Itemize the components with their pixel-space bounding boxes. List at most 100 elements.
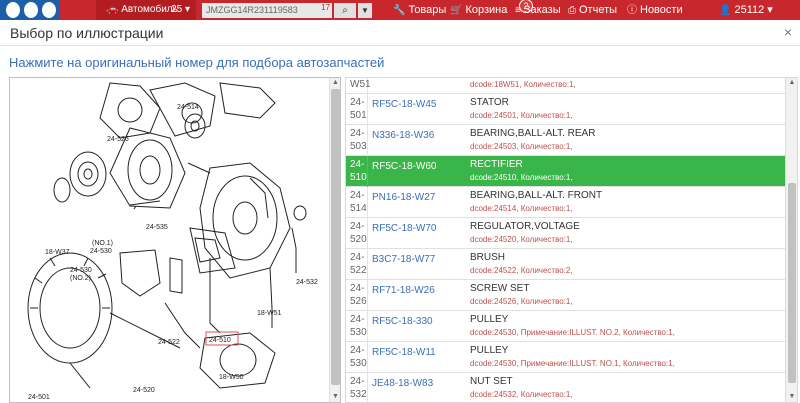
diagram-scroll-thumb[interactable] [331,89,340,385]
cart-icon: 🛒 [450,5,463,16]
nav-reports[interactable]: ⎙Отчеты [568,0,617,20]
diagram-label[interactable]: 24-535 [146,224,168,231]
scroll-up-icon[interactable]: ▲ [788,79,796,86]
part-meta: dcode:24532, Количество:1, [470,390,573,399]
part-number-link[interactable]: PN16-18-W27 [372,192,436,203]
vin-value: JMZGG14R231119583 [206,5,298,15]
top-navbar: 🚗 Автомобиль 25 ▾ JMZGG14R231119583 17 ⌕… [0,0,800,20]
user-icon: 👤 [719,5,732,16]
part-number-link[interactable]: JE48-18-W83 [372,378,434,389]
part-number-link[interactable]: N336-18-W36 [372,130,435,141]
nav-news-label: Новости [640,4,683,16]
print-icon: ⎙ [568,5,576,16]
parts-rows: 18-W51RF5C-18-W51COVER,REAR-ALTERNATORdc… [346,78,786,402]
exploded-diagram[interactable]: 24-514 24-526 24-535 18-W37 (NO.1) 24-53… [9,77,341,403]
car-label: Автомобиль [121,4,178,15]
vin-input[interactable]: JMZGG14R231119583 17 [202,3,332,18]
part-name: BEARING,BALL-ALT. REAR [470,128,596,139]
part-number-link[interactable]: RF5C-18-W11 [372,347,436,358]
diagram-label[interactable]: 24-522 [158,339,180,346]
close-button[interactable]: × [783,24,792,40]
part-number-link[interactable]: RF71-18-W26 [372,285,435,296]
part-position: 24-503 [346,125,368,156]
nav-orders-label: Заказы [523,4,561,16]
diagram-label[interactable]: 18-W37 [45,249,70,256]
part-meta: dcode:24514, Количество:1, [470,204,573,213]
scroll-down-icon[interactable]: ▼ [332,393,339,400]
parts-table: 18-W51RF5C-18-W51COVER,REAR-ALTERNATORdc… [345,77,798,403]
nav-goods-label: Товары [408,4,447,16]
part-meta: dcode:24510, Количество:1, [470,173,573,182]
diagram-label[interactable]: 24-530 [90,248,112,255]
diagram-label: (NO.1) [92,240,113,247]
part-number-link[interactable]: RF5C-18-W70 [372,223,437,234]
part-meta: dcode:24503, Количество:1, [470,142,573,151]
vin-dropdown-button[interactable]: ▼ [358,3,372,18]
nav-user[interactable]: 👤25112 ▾ [719,4,773,16]
app-logo[interactable] [0,0,60,20]
part-name: SCREW SET [470,283,530,294]
car-selector[interactable]: 🚗 Автомобиль 25 ▾ [96,0,196,20]
instruction-text: Нажмите на оригинальный номер для подбор… [9,55,385,70]
nav-cart[interactable]: 🛒Корзина 2 [450,0,533,20]
nav-goods[interactable]: 🔧Товары [393,0,446,20]
diagram-label[interactable]: 24-526 [107,136,129,143]
part-name: RECTIFIER [470,159,523,170]
part-meta: dcode:24520, Количество:1, [470,235,573,244]
part-position: 24-530 [346,311,368,342]
part-meta: dcode:24501, Количество:1, [470,111,573,120]
diagram-label: (NO.2) [70,275,91,282]
wrench-icon: 🔧 [393,5,406,16]
part-meta: dcode:24526, Количество:1, [470,297,573,306]
info-icon: ⓘ [627,5,637,16]
table-row[interactable]: 18-W51RF5C-18-W51COVER,REAR-ALTERNATORdc… [346,78,786,94]
diagram-label[interactable]: 18-W51 [257,310,282,317]
scroll-down-icon[interactable]: ▼ [788,393,796,400]
diagram-label[interactable]: 24-520 [133,387,155,394]
scroll-up-icon[interactable]: ▲ [332,79,339,86]
part-number-link[interactable]: RF5C-18-330 [372,316,433,327]
part-number-link[interactable]: RF5C-18-W45 [372,99,437,110]
search-button[interactable]: ⌕ [334,3,356,18]
modal-title: Выбор по иллюстрации [10,25,164,41]
chevron-down-icon: ▼ [361,6,369,15]
diagram-label[interactable]: 18-W50 [219,374,244,381]
diagram-label[interactable]: 24-530 [70,267,92,274]
part-number-link[interactable]: B3C7-18-W77 [372,254,436,265]
diagram-label[interactable]: 24-514 [177,104,199,111]
part-name: REGULATOR,VOLTAGE [470,221,580,232]
diagram-scrollbar[interactable]: ▲ ▼ [329,78,340,402]
part-name: STATOR [470,97,509,108]
part-number-link[interactable]: RF5C-18-W51 [372,78,436,79]
table-row[interactable]: 24-526 RF71-18-W26 SCREW SET dcode:24526, К… [346,280,786,311]
table-scrollbar[interactable]: ▲ ▼ [785,78,797,402]
table-row[interactable]: 24-503 N336-18-W36 BEARING,BALL-ALT. REAR d… [346,125,786,156]
part-name: PULLEY [470,314,509,325]
table-scroll-thumb[interactable] [788,183,796,383]
list-icon: ≡ [515,5,521,16]
search-icon: ⌕ [342,5,348,16]
diagram-label[interactable]: 24-532 [296,279,318,286]
diagram-label[interactable]: 24-510 [209,337,231,344]
part-position: 24-526 [346,280,368,311]
diagram-label[interactable]: 24-501 [28,394,50,401]
alternator-illustration: 24-514 24-526 24-535 18-W37 (NO.1) 24-53… [27,82,318,401]
part-position: 24-520 [346,218,368,249]
nav-orders[interactable]: ≡Заказы [515,0,561,20]
part-name: BEARING,BALL-ALT. FRONT [470,190,603,201]
part-number-link[interactable]: RF5C-18-W60 [372,161,437,172]
cart-badge: 2 [519,0,533,13]
table-row[interactable]: 24-520 RF5C-18-W70 REGULATOR,VOLTAGE dcode:… [346,218,786,249]
selected-label-highlight [205,331,239,346]
part-meta: dcode:24530, Примечание:ILLUST. NO.1, Ко… [470,359,675,368]
part-position: 18-W51 [346,78,371,94]
illustration-modal: Выбор по иллюстрации × Нажмите на оригин… [0,20,800,403]
